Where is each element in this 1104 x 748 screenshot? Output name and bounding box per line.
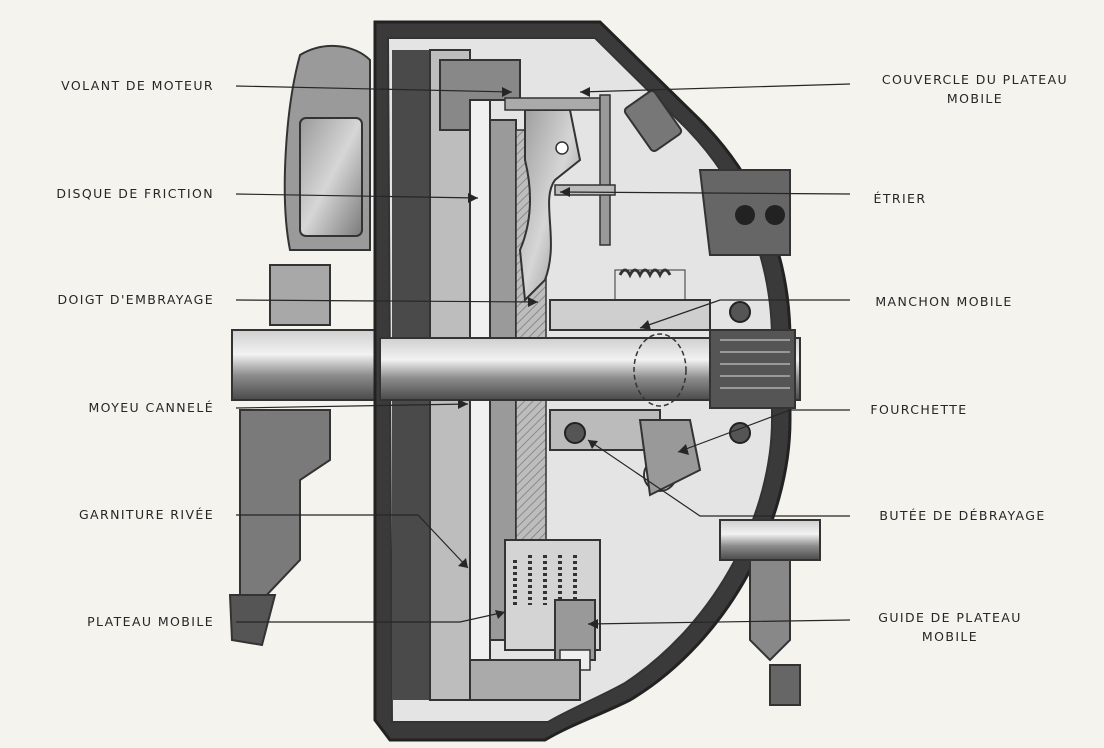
label-volant-de-moteur: VOLANT DE MOTEUR: [61, 78, 214, 93]
label-disque-de-friction: DISQUE DE FRICTION: [56, 186, 214, 201]
label-moyeu-cannele: MOYEU CANNELÉ: [88, 400, 214, 415]
leader-arrowheads: [458, 87, 689, 629]
label-doigt-d-embrayage: DOIGT D'EMBRAYAGE: [57, 292, 214, 307]
leader-lines: [235, 83, 851, 625]
label-etrier: ÉTRIER: [873, 191, 927, 206]
label-garniture-rivee: GARNITURE RIVÉE: [78, 507, 214, 522]
label-couvercle-du-plateau-mobile: COUVERCLE DU PLATEAU MOBILE: [881, 72, 1069, 106]
release-finger-and-stirrup: [504, 89, 686, 303]
left-housing: [228, 44, 393, 647]
label-plateau-mobile: PLATEAU MOBILE: [87, 614, 214, 629]
label-guide-de-plateau-mobile: GUIDE DE PLATEAU MOBILE: [878, 610, 1022, 644]
pressure-plate-and-springs: [469, 539, 601, 701]
label-butee-de-debrayage: BUTÉE DE DÉBRAYAGE: [879, 508, 1046, 523]
sliding-sleeve-and-thrust-bearing: [549, 299, 751, 497]
right-lower-housing: [719, 519, 821, 706]
splined-shaft: [379, 329, 801, 409]
label-fourchette: FOURCHETTE: [870, 402, 968, 417]
label-manchon-mobile: MANCHON MOBILE: [875, 294, 1013, 309]
